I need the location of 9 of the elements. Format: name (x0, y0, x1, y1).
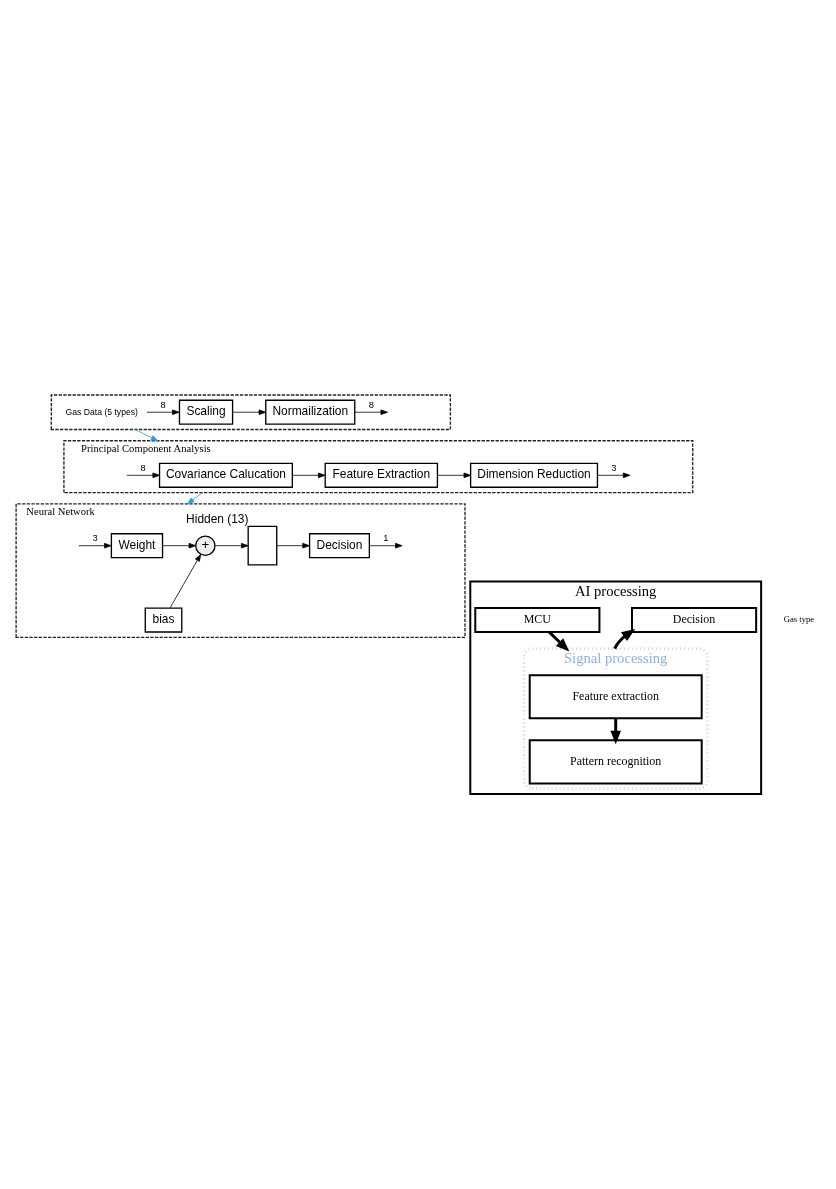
edge-label: 8 (368, 399, 374, 410)
edge-label: 8 (160, 399, 166, 410)
edge-label: 3 (92, 533, 98, 544)
node-text: Gas Data (5 types) (65, 406, 138, 417)
edge-label: 1 (383, 533, 389, 544)
edge-label: 8 (140, 462, 146, 473)
label: Gas type (783, 614, 815, 625)
node-label: Hidden (13) (186, 511, 249, 526)
edge-label: 3 (611, 462, 617, 473)
